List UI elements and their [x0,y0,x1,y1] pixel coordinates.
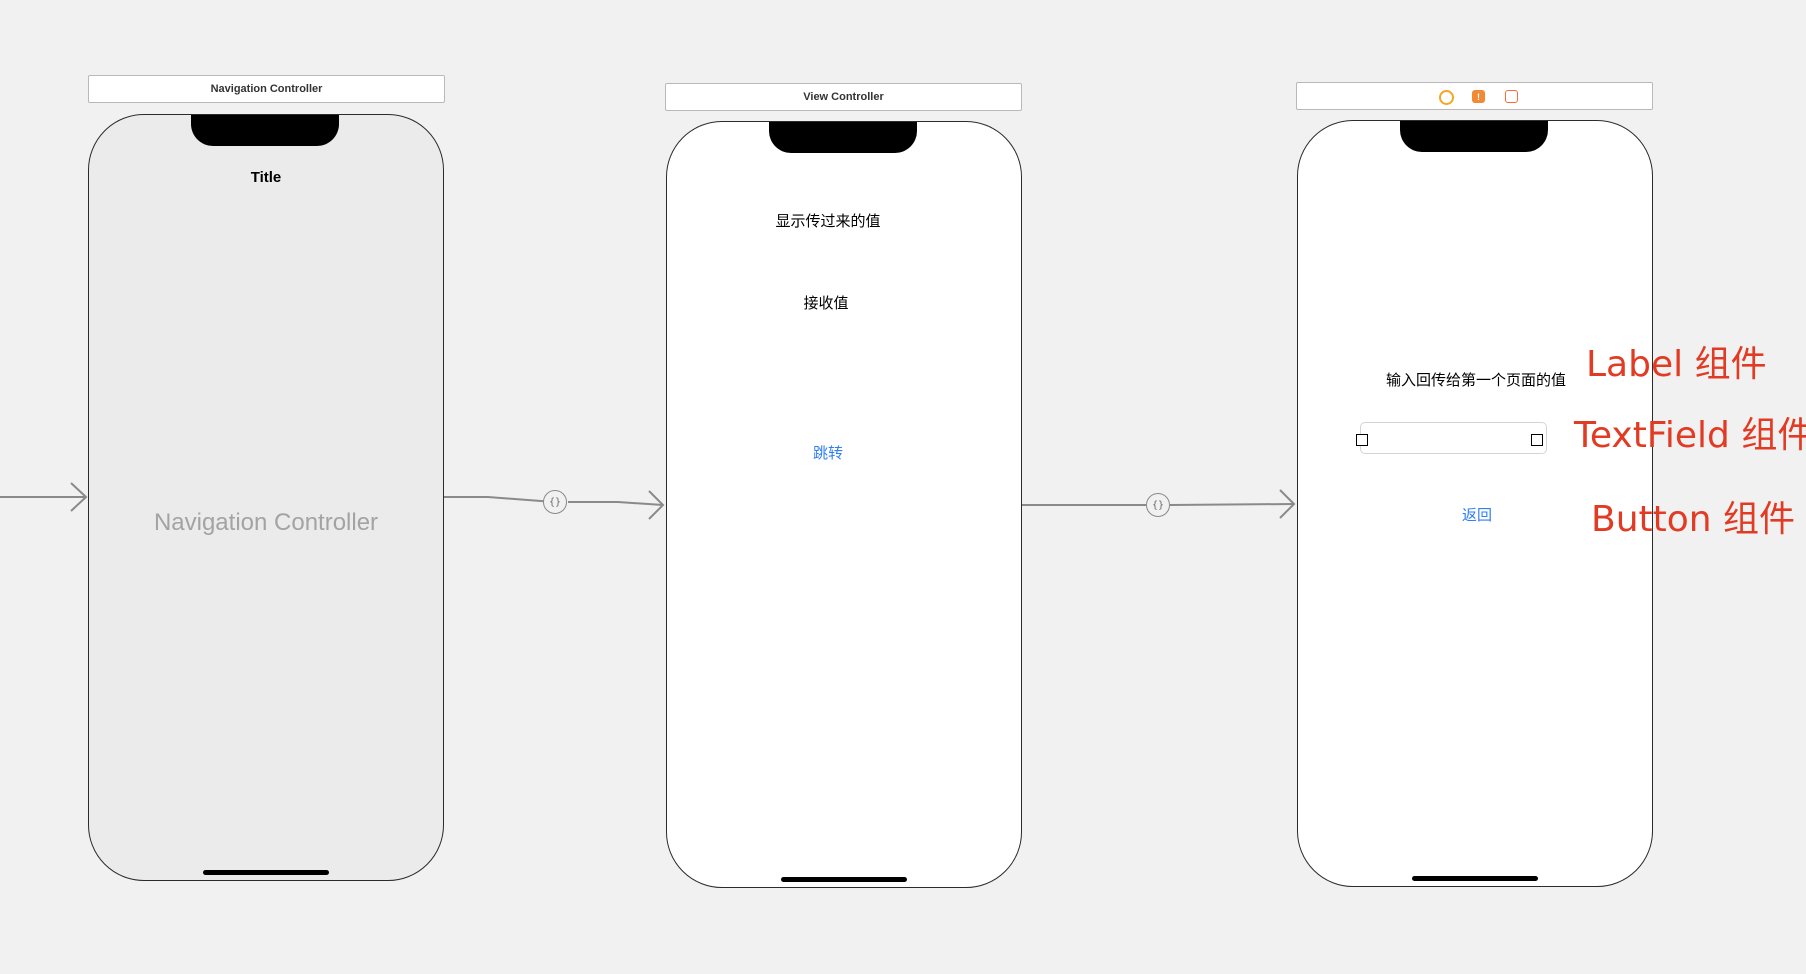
navigation-controller-placeholder: Navigation Controller [153,509,379,536]
textfield-right-resize-handle[interactable] [1531,434,1543,446]
view-controller-scene[interactable]: 显示传过来的值 接收值 跳转 [666,121,1022,888]
segue-line-1b [568,501,664,506]
button-component-annotation: Button 组件 [1591,499,1796,540]
device-notch [1400,121,1548,152]
segue-line-2b [1169,503,1295,506]
segue-arrow-head-2 [1279,489,1296,519]
view-controller-scene-bar[interactable]: View Controller [665,83,1022,111]
navigation-controller-scene-bar[interactable]: Navigation Controller [88,75,445,103]
device-notch [191,115,339,146]
scene-bar-title: Navigation Controller [210,83,323,95]
navigation-controller-scene[interactable]: Title Navigation Controller [88,114,444,881]
textfield-component-annotation: TextField 组件 [1574,415,1806,456]
home-indicator [1412,876,1538,881]
input-prompt-label[interactable]: 输入回传给第一个页面的值 [1385,372,1566,389]
receive-value-label[interactable]: 接收值 [803,295,849,312]
second-controller-scene[interactable]: 输入回传给第一个页面的值 返回 [1297,120,1653,887]
second-controller-scene-bar[interactable]: ! [1296,82,1653,110]
back-button[interactable]: 返回 [1298,504,1652,525]
segue-icon-2[interactable]: {} [1146,493,1170,517]
scene-bar-title: View Controller [803,91,884,103]
segue-glyph: {} [548,496,562,508]
first-responder-icon[interactable]: ! [1472,90,1485,103]
home-indicator [203,870,329,875]
label-component-annotation: Label 组件 [1586,344,1767,385]
segue-icon-1[interactable]: {} [543,490,567,514]
home-indicator [781,877,907,882]
jump-button[interactable]: 跳转 [667,442,989,463]
exit-icon[interactable] [1505,90,1518,103]
display-value-label[interactable]: 显示传过来的值 [775,213,881,230]
return-value-textfield[interactable] [1360,422,1547,454]
first-responder-glyph: ! [1477,91,1480,102]
initial-arrow-head [70,482,88,512]
device-notch [769,122,917,153]
textfield-left-resize-handle[interactable] [1356,434,1368,446]
view-controller-icon[interactable] [1439,90,1454,105]
segue-arrow-head-1 [648,490,665,520]
navigation-bar-title[interactable]: Title [250,169,282,186]
segue-glyph: {} [1151,499,1165,511]
